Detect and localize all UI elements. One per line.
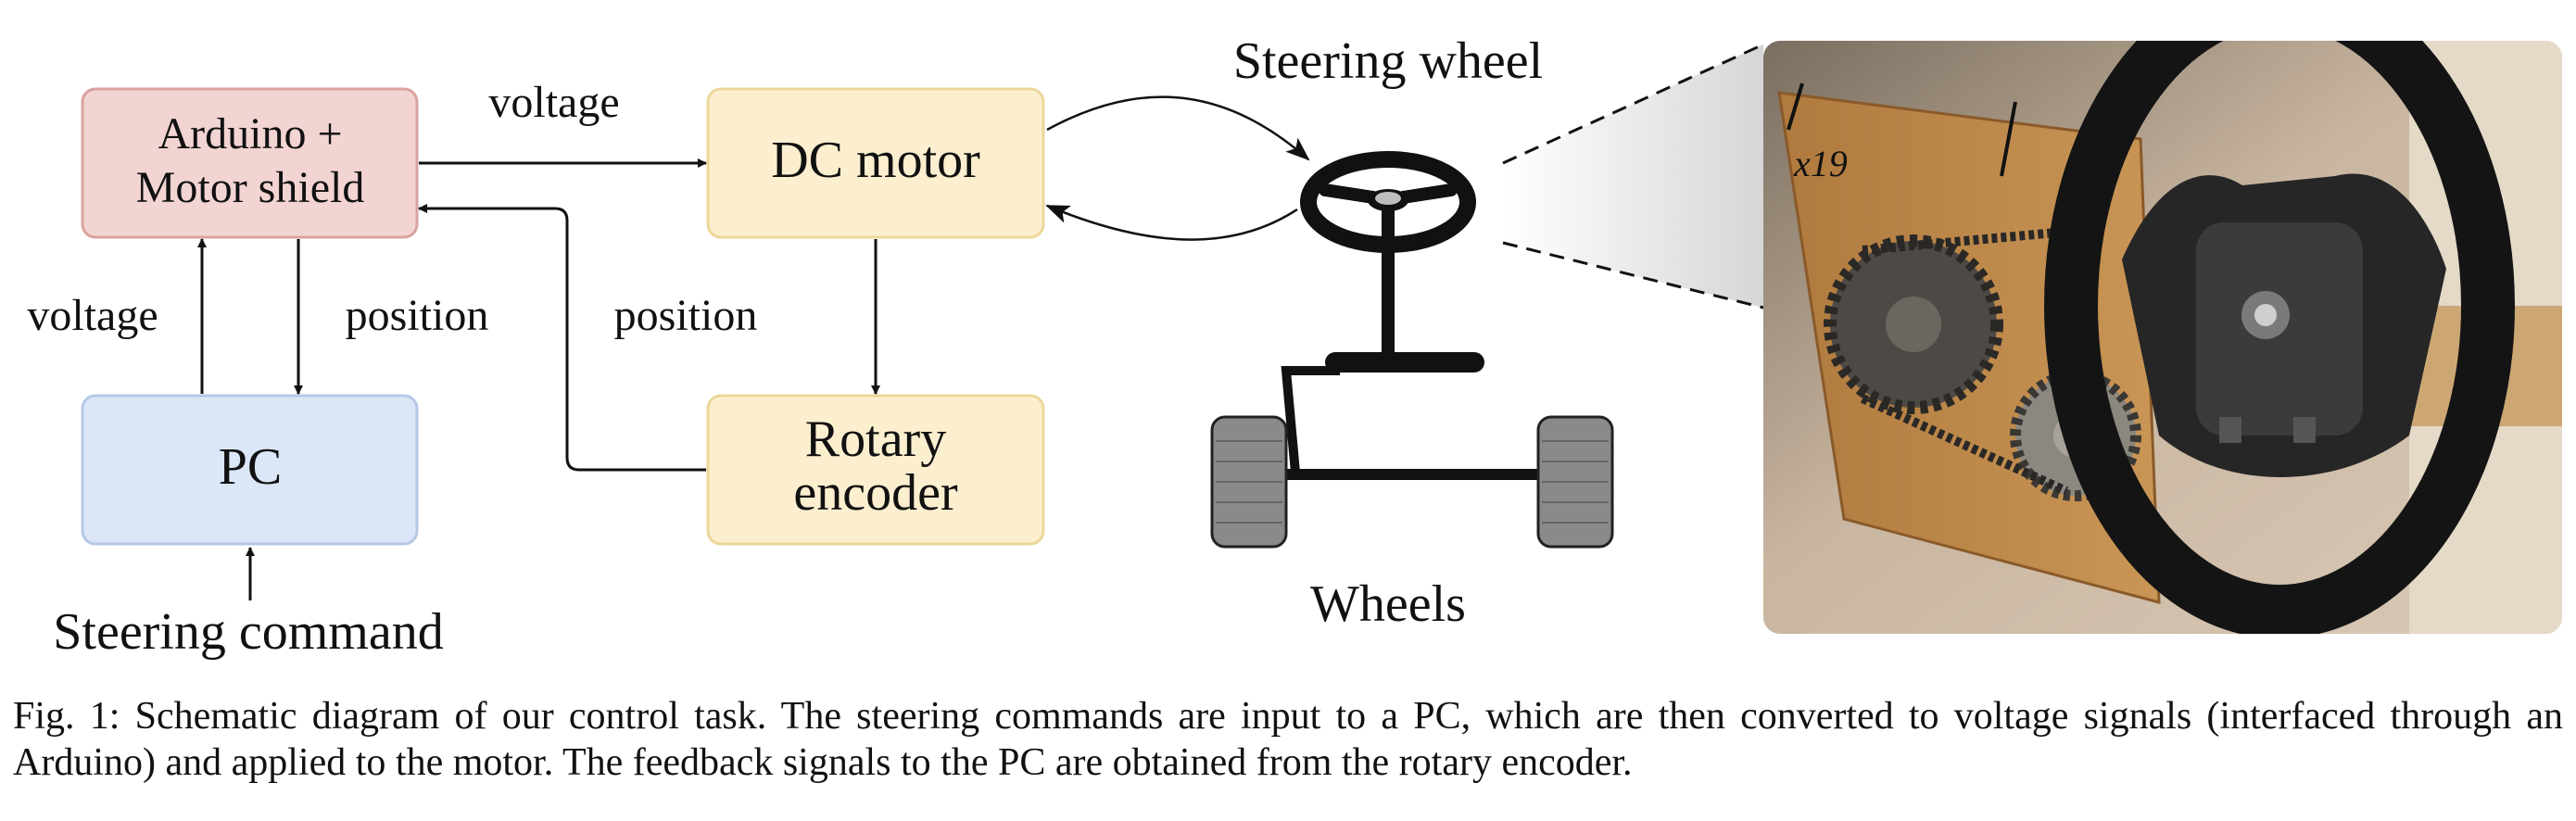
label-position-right: position [614, 291, 758, 340]
label-steering-command: Steering command [53, 603, 443, 661]
schematic-diagram: Arduino + Motor shield PC DC motor Rotar… [27, 32, 2562, 661]
left-wheel-icon [1210, 415, 1288, 549]
label-wheels: Wheels [1310, 575, 1466, 633]
right-wheel-icon [1536, 415, 1614, 549]
rotary-encoder-block-label-2: encoder [793, 464, 958, 522]
pc-block: PC [81, 394, 419, 546]
arrow-motor-to-wheel [1046, 95, 1310, 161]
pc-block-box [81, 394, 419, 546]
dc-motor-block: DC motor [706, 87, 1045, 239]
zoom-callout [1502, 43, 1764, 309]
arduino-block-label-2: Motor shield [136, 163, 365, 212]
figure-caption: Fig. 1: Schematic diagram of our control… [13, 693, 2563, 786]
label-position-mid: position [346, 291, 489, 340]
dc-motor-block-box [706, 87, 1045, 239]
arduino-block-label-1: Arduino + [158, 109, 342, 158]
wheels-axle-icon [1210, 352, 1614, 549]
label-voltage-top: voltage [488, 78, 619, 127]
label-steering-wheel: Steering wheel [1233, 32, 1543, 90]
connectors [197, 95, 1310, 600]
caption-text: Schematic diagram of our control task. T… [13, 695, 2563, 784]
dc-motor-block-label: DC motor [771, 132, 980, 189]
rotary-encoder-block: Rotary encoder [706, 394, 1045, 546]
steering-wheel-icon [1300, 151, 1476, 358]
arrow-encoder-to-arduino [418, 204, 706, 472]
board-marking: x19 [1793, 143, 1848, 184]
arduino-block: Arduino + Motor shield [81, 87, 419, 239]
steering-rig-photo: x19 [1763, 41, 2562, 634]
rotary-encoder-block-label-1: Rotary [805, 410, 946, 468]
label-voltage-left: voltage [27, 291, 158, 340]
rotary-encoder-block-box [706, 394, 1045, 546]
arrow-wheel-to-motor [1045, 204, 1298, 241]
caption-prefix: Fig. 1: [13, 695, 120, 738]
pc-block-label: PC [219, 438, 283, 496]
arduino-block-box [81, 87, 419, 239]
